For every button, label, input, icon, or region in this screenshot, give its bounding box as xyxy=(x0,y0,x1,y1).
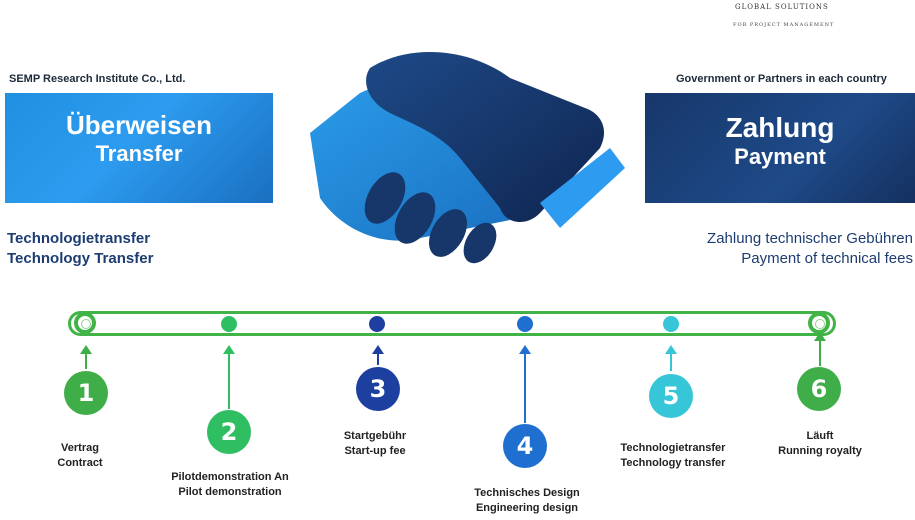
payment-title-de: Zahlung xyxy=(725,112,835,143)
step-6-label-de: Läuft xyxy=(806,430,834,442)
step-2-label-en: Pilot demonstration xyxy=(178,486,282,498)
step-1-label: Vertrag Contract xyxy=(30,441,130,471)
step-6-badge: 6 xyxy=(797,367,841,411)
timeline-dot-6 xyxy=(808,312,830,334)
step-4-label: Technisches Design Engineering design xyxy=(462,486,592,516)
timeline-bar xyxy=(68,311,836,336)
step-1-label-en: Contract xyxy=(57,457,103,469)
arrow-1 xyxy=(80,345,92,369)
step-3-label-en: Start-up fee xyxy=(344,445,406,457)
step-2-label: Pilotdemonstration An Pilot demonstratio… xyxy=(160,470,300,500)
timeline-dot-4 xyxy=(517,316,533,332)
step-3-label: Startgebühr Start-up fee xyxy=(320,429,430,459)
transfer-subtitle-en: Technology Transfer xyxy=(7,250,154,267)
timeline-dot-3 xyxy=(369,316,385,332)
payment-subtitle-en: Payment of technical fees xyxy=(741,250,913,267)
payment-subtitle: Zahlung technischer Gebühren Payment of … xyxy=(707,229,913,269)
step-6-label-en: Running royalty xyxy=(778,445,862,457)
transfer-subtitle: Technologietransfer Technology Transfer xyxy=(7,229,153,269)
transfer-title-de: Überweisen xyxy=(66,110,212,140)
step-5-label-en: Technology transfer xyxy=(620,457,726,469)
timeline-dot-2 xyxy=(221,316,237,332)
arrow-6 xyxy=(814,332,826,366)
payment-box: Zahlung Payment xyxy=(645,93,915,203)
finger-shape xyxy=(463,222,497,264)
payment-title-en: Payment xyxy=(734,144,826,169)
left-organization: SEMP Research Institute Co., Ltd. xyxy=(9,73,186,85)
arrow-4 xyxy=(519,345,531,423)
step-3-label-de: Startgebühr xyxy=(343,430,407,442)
step-5-label: Technologietransfer Technology transfer xyxy=(603,441,743,471)
step-6-label: Läuft Running royalty xyxy=(765,429,875,459)
finger-shape xyxy=(364,172,406,224)
step-5-label-de: Technologietransfer xyxy=(620,442,726,454)
logo-title: GLOBAL SOLUTIONS xyxy=(735,3,829,11)
finger-shape xyxy=(394,192,436,244)
step-1-label-de: Vertrag xyxy=(61,442,99,454)
step-2-label-de: Pilotdemonstration An xyxy=(171,471,289,483)
step-2-badge: 2 xyxy=(207,410,251,454)
transfer-box: Überweisen Transfer xyxy=(5,93,273,203)
finger-shape xyxy=(429,209,467,257)
step-4-badge: 4 xyxy=(503,424,547,468)
timeline-dot-5 xyxy=(663,316,679,332)
step-3-badge: 3 xyxy=(356,367,400,411)
dark-hand-shape xyxy=(366,51,605,223)
arrow-2 xyxy=(223,345,235,409)
step-1-badge: 1 xyxy=(64,371,108,415)
transfer-subtitle-de: Technologietransfer xyxy=(7,230,151,247)
transfer-title-en: Transfer xyxy=(95,141,183,166)
logo-subtitle: FOR PROJECT MANAGEMENT xyxy=(733,22,835,28)
step-4-label-de: Technisches Design xyxy=(474,487,580,499)
step-5-badge: 5 xyxy=(649,374,693,418)
sleeve-shape xyxy=(540,148,625,228)
step-4-label-en: Engineering design xyxy=(475,502,579,514)
payment-subtitle-de: Zahlung technischer Gebühren xyxy=(707,230,913,247)
timeline-dot-1 xyxy=(74,312,96,334)
right-organization: Government or Partners in each country xyxy=(676,73,887,85)
arrow-3 xyxy=(372,345,384,365)
handshake-icon xyxy=(310,51,625,264)
arrow-5 xyxy=(665,345,677,371)
